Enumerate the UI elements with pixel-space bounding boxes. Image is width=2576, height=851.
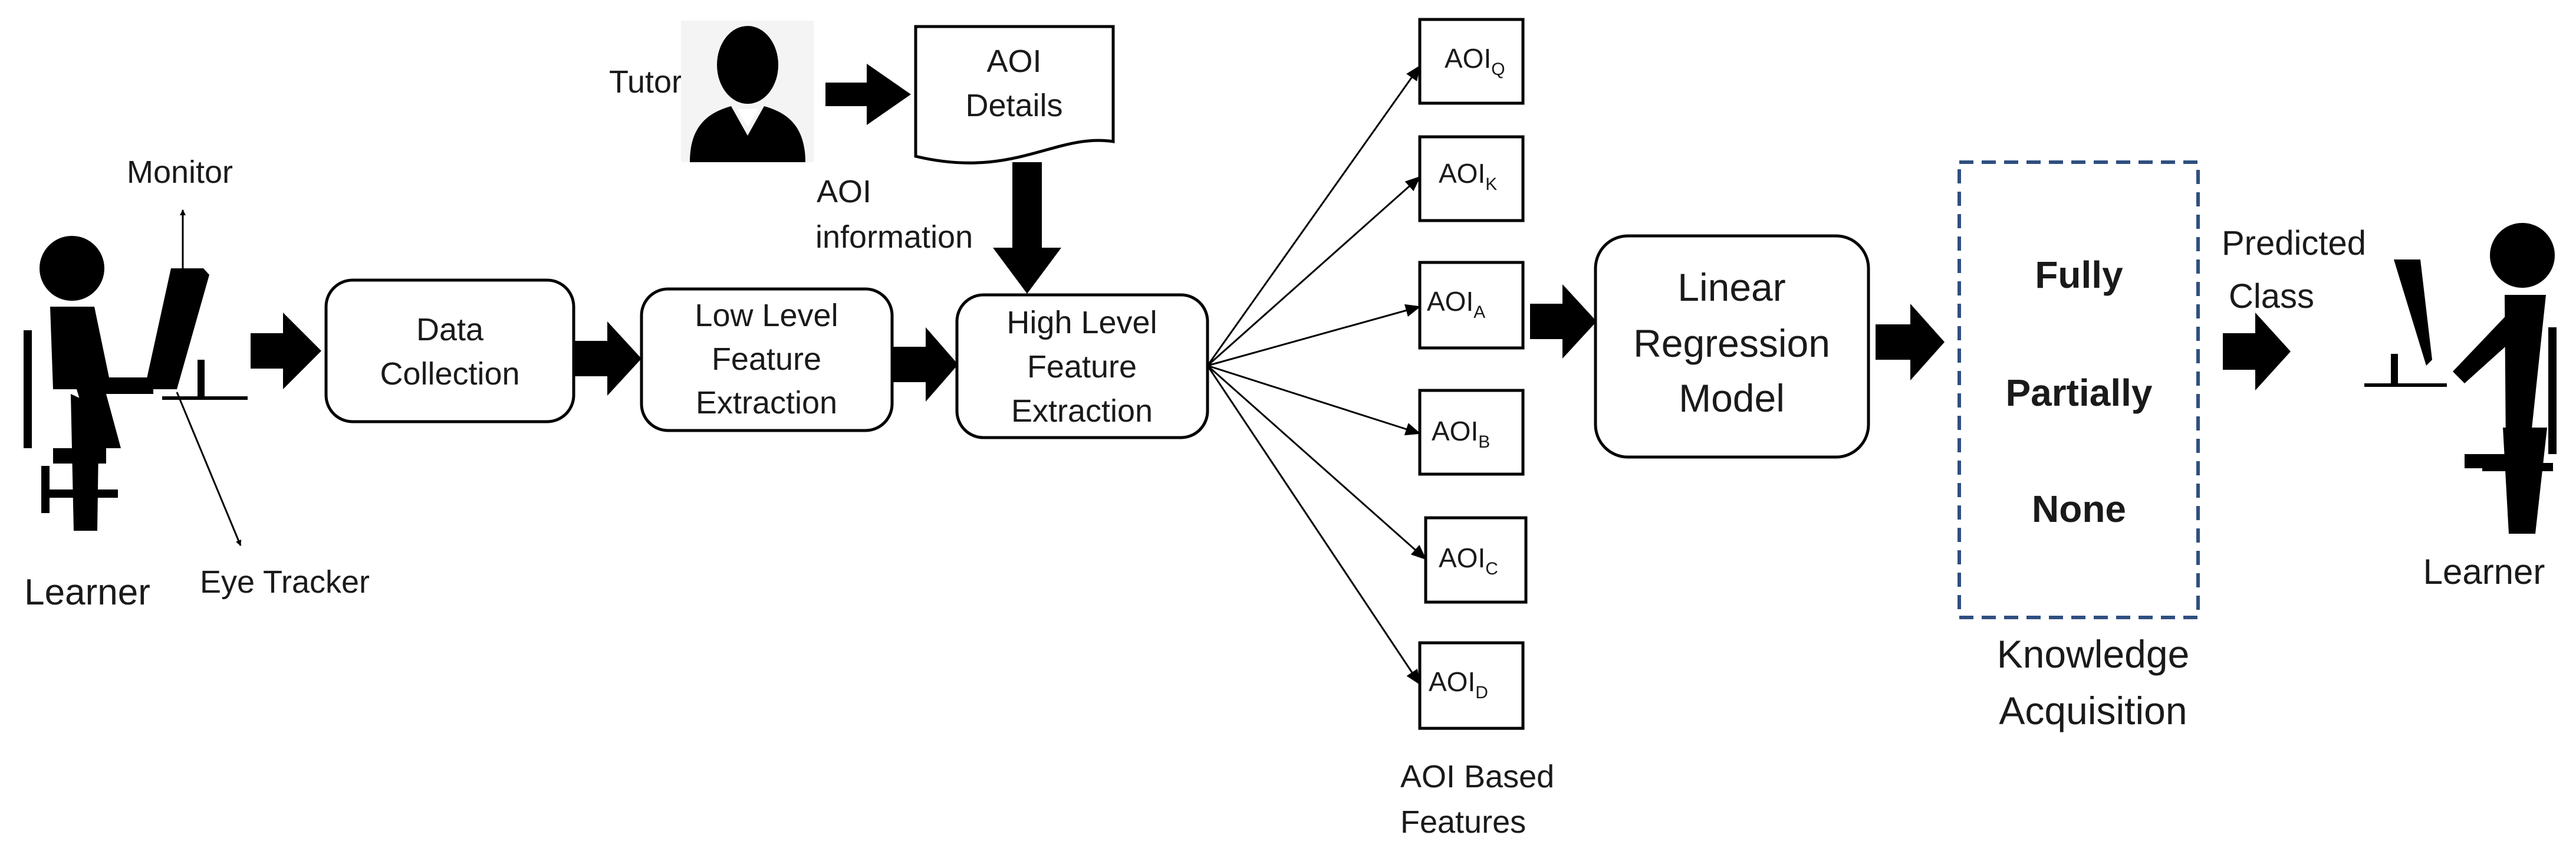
monitor-icon — [144, 268, 248, 400]
eye-tracker-label: Eye Tracker — [200, 564, 370, 600]
arrow-to-aoi-c — [1207, 364, 1427, 560]
aoi-based-features-line2: Features — [1400, 804, 1526, 840]
low-level-line3: Extraction — [696, 385, 837, 420]
regression-line2: Regression — [1633, 321, 1830, 365]
knowledge-acquisition-line2: Acquisition — [1999, 689, 2187, 732]
eye-tracker-arrow — [176, 392, 242, 546]
classes-dashed-box — [1958, 160, 2200, 619]
high-level-line1: High Level — [1006, 305, 1157, 340]
details-down-arrow — [993, 162, 1061, 294]
svg-text:AOIC: AOIC — [1439, 543, 1498, 579]
arrow-to-aoi-q — [1206, 65, 1421, 366]
aoi-k-sub: K — [1485, 175, 1497, 194]
aoi-a-sub: A — [1473, 303, 1485, 322]
block-arrow-2 — [574, 321, 641, 396]
high-level-line3: Extraction — [1011, 393, 1153, 429]
block-arrow-5 — [1876, 304, 1945, 380]
class-fully: Fully — [2035, 254, 2123, 296]
svg-text:AOIB: AOIB — [1432, 416, 1490, 452]
knowledge-acquisition-line1: Knowledge — [1997, 632, 2190, 676]
data-collection-line2: Collection — [380, 356, 519, 392]
class-partially: Partially — [2005, 372, 2152, 414]
aoi-c-base: AOI — [1439, 543, 1485, 573]
aoi-c-sub: C — [1485, 559, 1498, 579]
aoi-box-k: AOIK — [1418, 135, 1525, 222]
aoi-information-line1: AOI — [817, 174, 871, 209]
aoi-k-base: AOI — [1439, 158, 1485, 189]
monitor-right-icon — [2364, 259, 2447, 387]
aoi-details-line2: Details — [965, 88, 1062, 123]
aoi-box-a: AOIA — [1418, 261, 1525, 350]
predicted-class-line2: Class — [2229, 277, 2314, 316]
aoi-q-base: AOI — [1445, 43, 1491, 74]
aoi-box-b: AOIB — [1418, 389, 1525, 476]
high-level-line2: Feature — [1027, 349, 1137, 385]
aoi-box-d: AOID — [1418, 641, 1525, 730]
aoi-details-line1: AOI — [986, 44, 1041, 79]
data-collection-line1: Data — [416, 312, 484, 347]
tutor-label: Tutor — [609, 64, 682, 100]
fan-out-arrows — [1206, 65, 1427, 685]
low-level-line2: Feature — [712, 341, 821, 377]
aoi-q-sub: Q — [1491, 60, 1505, 79]
block-arrow-6 — [2223, 313, 2291, 390]
aoi-b-base: AOI — [1432, 416, 1478, 446]
class-none: None — [2032, 488, 2126, 530]
aoi-box-c: AOIC — [1424, 516, 1528, 604]
aoi-d-base: AOI — [1429, 666, 1475, 697]
learner-left-label: Learner — [24, 572, 150, 613]
low-level-line1: Low Level — [695, 298, 838, 333]
learner-left-icon — [24, 236, 153, 531]
tutor-icon — [681, 21, 814, 162]
aoi-box-q: AOIQ — [1418, 18, 1525, 105]
aoi-based-features-line1: AOI Based — [1400, 759, 1554, 794]
data-collection-box — [324, 278, 575, 423]
aoi-b-sub: B — [1478, 432, 1490, 452]
arrow-to-aoi-d — [1206, 365, 1421, 685]
learner-right-label: Learner — [2423, 552, 2545, 592]
aoi-a-base: AOI — [1427, 286, 1473, 317]
block-arrow-4 — [1530, 284, 1597, 359]
svg-text:AOIK: AOIK — [1439, 158, 1497, 194]
block-arrow-1 — [251, 313, 321, 389]
regression-line1: Linear — [1677, 265, 1785, 309]
monitor-label: Monitor — [127, 155, 233, 190]
svg-text:AOIA: AOIA — [1427, 286, 1485, 322]
arrow-to-aoi-k — [1207, 176, 1421, 367]
aoi-d-sub: D — [1475, 683, 1488, 702]
tutor-to-details-arrow — [825, 64, 911, 125]
arrow-to-aoi-a — [1207, 304, 1421, 367]
svg-text:AOID: AOID — [1429, 666, 1488, 702]
aoi-information-line2: information — [815, 219, 973, 255]
svg-text:AOIQ: AOIQ — [1445, 43, 1505, 79]
regression-line3: Model — [1679, 376, 1785, 420]
predicted-class-line1: Predicted — [2222, 224, 2366, 262]
aoi-details-document — [914, 25, 1115, 165]
learner-right-icon — [2453, 223, 2557, 534]
arrow-to-aoi-b — [1207, 364, 1421, 436]
block-arrow-3 — [892, 327, 958, 402]
regression-box — [1594, 234, 1870, 459]
